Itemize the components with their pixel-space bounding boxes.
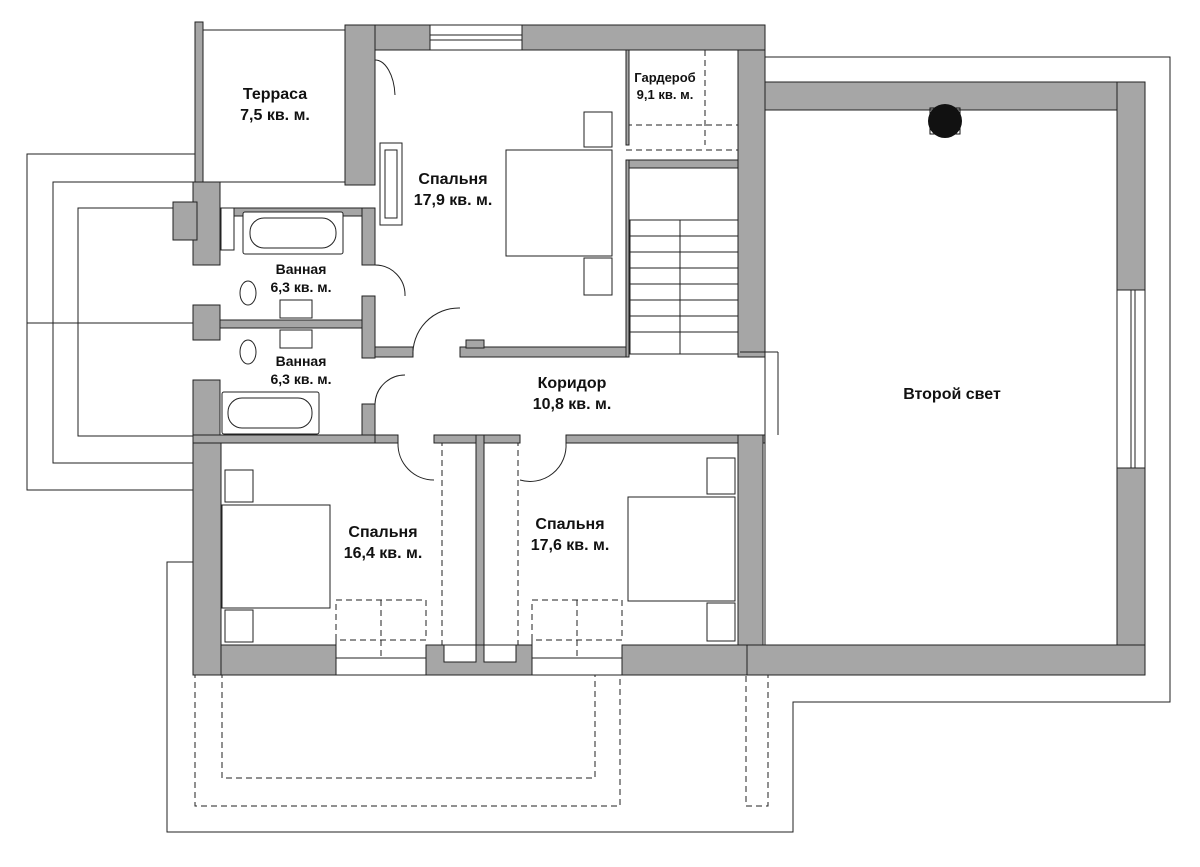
terrace-name: Терраса: [242, 86, 308, 103]
door-swings: [374, 59, 567, 482]
bedroom-1-label: Спальня 17,9 кв. м.: [414, 170, 493, 212]
second-light-label: Второй свет: [903, 385, 1001, 406]
bedroom-3-name: Спальня: [535, 516, 605, 533]
wardrobe-name: Гардероб: [634, 70, 696, 85]
corridor-label: Коридор 10,8 кв. м.: [533, 374, 612, 416]
second-light-name: Второй свет: [903, 386, 1001, 403]
wardrobe-area: 9,1 кв. м.: [636, 86, 694, 102]
bath-1-area: 6,3 кв. м.: [270, 279, 332, 296]
terrace-area: 7,5 кв. м.: [240, 106, 310, 124]
beds: [221, 111, 736, 643]
bath-1-label: Ванная 6,3 кв. м.: [271, 260, 332, 296]
corridor-name: Коридор: [537, 375, 607, 392]
chimney-icon: [928, 104, 962, 138]
bath-2-area: 6,3 кв. м.: [270, 371, 332, 388]
bedroom-3-area: 17,6 кв. м.: [530, 536, 610, 554]
terrace-label: Терраса 7,5 кв. м.: [240, 85, 310, 127]
bedroom-1-name: Спальня: [418, 171, 488, 188]
bath-fixtures: [220, 207, 344, 435]
wardrobe-label: Гардероб 9,1 кв. м.: [634, 70, 695, 104]
bath-2-label: Ванная 6,3 кв. м.: [271, 352, 332, 388]
corridor-area: 10,8 кв. м.: [532, 395, 612, 413]
bedroom-2-name: Спальня: [348, 524, 418, 541]
outer-outlines: [26, 56, 1171, 833]
walls: [172, 21, 1146, 676]
bedroom-1-area: 17,9 кв. м.: [413, 191, 493, 209]
bedroom-2-label: Спальня 16,4 кв. м.: [344, 523, 423, 565]
bath-1-name: Ванная: [275, 261, 327, 277]
bedroom-2-area: 16,4 кв. м.: [343, 544, 423, 562]
bedroom-3-label: Спальня 17,6 кв. м.: [531, 515, 610, 557]
interior-lines: [202, 24, 1146, 676]
bath-2-name: Ванная: [275, 353, 327, 369]
